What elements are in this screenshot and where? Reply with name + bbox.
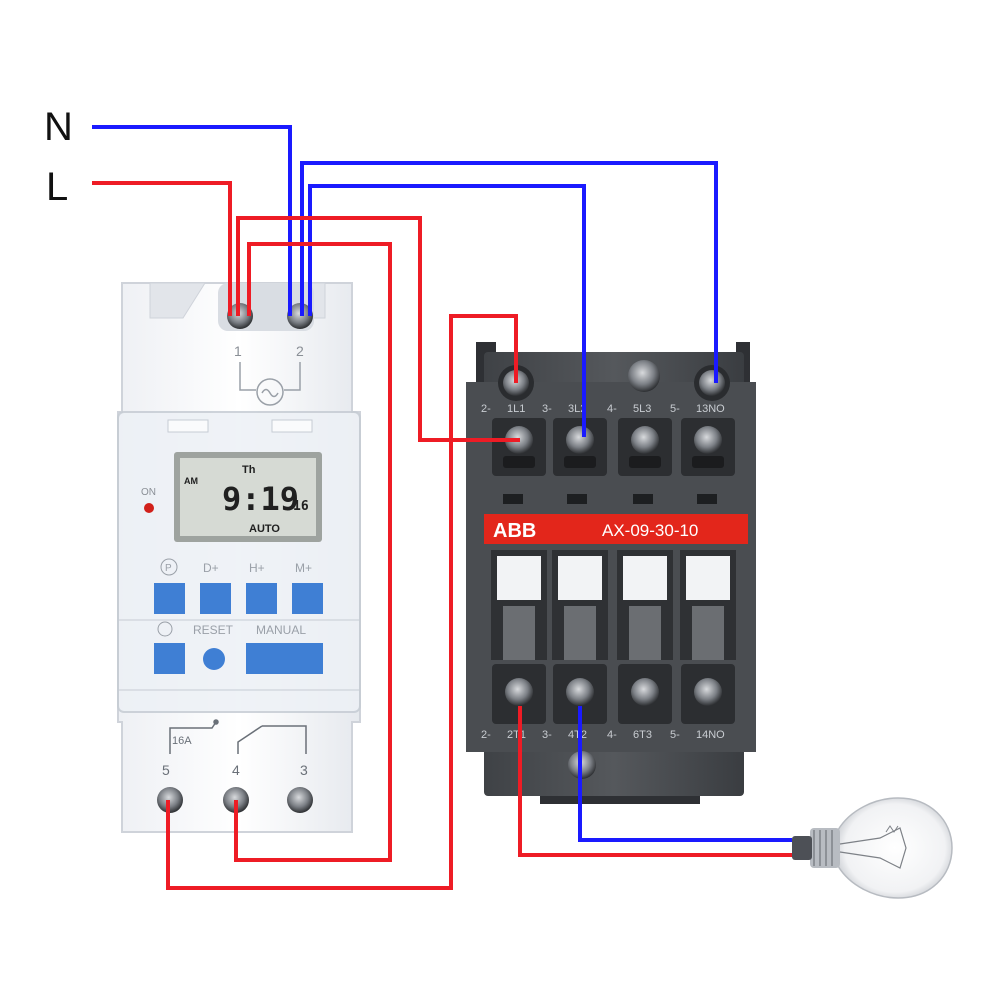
top-terminal-clamp-0 bbox=[503, 456, 535, 468]
live-label: L bbox=[46, 165, 68, 209]
top-terminal-number-1: 3- bbox=[542, 403, 552, 415]
top-terminal-screw-icon-2[interactable] bbox=[631, 426, 659, 454]
top-terminal-number-0: 2- bbox=[481, 403, 491, 415]
manual-label: MANUAL bbox=[256, 623, 306, 637]
power-led-icon bbox=[144, 503, 154, 513]
neutral-label: N bbox=[44, 105, 73, 149]
neutral-wire-to-timer bbox=[92, 125, 292, 316]
minute-plus-button[interactable] bbox=[292, 583, 323, 614]
lcd-time: 9:19 bbox=[222, 480, 299, 518]
timer-terminal-3-label: 3 bbox=[300, 762, 308, 778]
top-terminal-label-1: 3L2 bbox=[568, 403, 586, 415]
contactor: 2- 1L1 3- 3L2 4- 5L3 5- 13NO ABB AX-09-30-10 2-… bbox=[466, 342, 756, 804]
neutral-wire-to-3l2 bbox=[308, 184, 586, 437]
bottom-terminal-screw-icon-3[interactable] bbox=[694, 678, 722, 706]
top-terminal-label-3: 13NO bbox=[696, 403, 725, 415]
top-terminal-label-0: 1L1 bbox=[507, 403, 525, 415]
timer-terminal-4-label: 4 bbox=[232, 762, 240, 778]
reset-label: RESET bbox=[193, 623, 234, 637]
bottom-terminal-screw-icon-0[interactable] bbox=[505, 678, 533, 706]
timer-switch: 1 2 ON Th AM 9:19 16 AUTO P D+ H+ M+ bbox=[117, 282, 361, 833]
top-terminal-screw-icon-3[interactable] bbox=[694, 426, 722, 454]
reset-button[interactable] bbox=[203, 648, 225, 670]
program-icon bbox=[160, 558, 178, 576]
contactor-coil-mount-screw-icon bbox=[628, 360, 660, 392]
rating-label: 16A bbox=[172, 735, 192, 747]
bottom-terminal-label-0: 2T1 bbox=[507, 729, 526, 741]
timer-terminal-5-label: 5 bbox=[162, 762, 170, 778]
bottom-terminal-blocks bbox=[492, 664, 735, 724]
actuator-slide-3 bbox=[692, 606, 724, 660]
top-terminal-clamp-1 bbox=[564, 456, 596, 468]
wiring bbox=[92, 125, 792, 890]
bottom-terminal-screw-icon-2[interactable] bbox=[631, 678, 659, 706]
actuator-window-1 bbox=[558, 556, 602, 600]
on-label: ON bbox=[141, 487, 156, 498]
top-terminal-labels: 2- 1L1 3- 3L2 4- 5L3 5- 13NO bbox=[481, 403, 725, 415]
bottom-terminal-label-3: 14NO bbox=[696, 729, 725, 741]
actuator-slide-2 bbox=[629, 606, 661, 660]
bottom-terminal-screw-icon-1[interactable] bbox=[566, 678, 594, 706]
hour-plus-button[interactable] bbox=[246, 583, 277, 614]
bottom-terminal-number-2: 4- bbox=[607, 729, 617, 741]
bottom-terminal-label-2: 6T3 bbox=[633, 729, 652, 741]
top-terminal-clamp-2 bbox=[629, 456, 661, 468]
light-bulb-icon bbox=[792, 797, 953, 899]
bottom-terminal-number-3: 5- bbox=[670, 729, 680, 741]
top-terminal-label-2: 5L3 bbox=[633, 403, 651, 415]
timer-terminal-3-screw-icon bbox=[287, 787, 313, 813]
terminal-13no-upper-screw-icon bbox=[699, 370, 725, 396]
live-wire-to-timer-terminal-4 bbox=[234, 242, 392, 862]
bottom-terminal-number-1: 3- bbox=[542, 729, 552, 741]
ac-supply-symbol-icon bbox=[239, 362, 301, 406]
brand-logo: ABB bbox=[493, 520, 536, 542]
live-wire-to-timer bbox=[92, 181, 232, 316]
top-terminal-clamp-3 bbox=[692, 456, 724, 468]
lcd-display bbox=[180, 458, 316, 536]
timer-terminal-2-label: 2 bbox=[296, 343, 304, 359]
live-wire-to-1l1-lower bbox=[236, 216, 520, 442]
btn-p-label: P bbox=[165, 563, 172, 574]
btn-m-label: M+ bbox=[295, 561, 312, 575]
bottom-terminal-labels: 2- 2T1 3- 4T2 4- 6T3 5- 14NO bbox=[481, 729, 725, 741]
actuator-slide-1 bbox=[564, 606, 596, 660]
clock-button[interactable] bbox=[154, 643, 185, 674]
top-terminal-number-2: 4- bbox=[607, 403, 617, 415]
actuator-window-3 bbox=[686, 556, 730, 600]
lcd-day: Th bbox=[242, 464, 256, 476]
live-wire-to-bulb bbox=[518, 706, 792, 857]
top-terminal-screw-icon-1[interactable] bbox=[566, 426, 594, 454]
btn-d-label: D+ bbox=[203, 561, 219, 575]
btn-h-label: H+ bbox=[249, 561, 265, 575]
lcd-ampm: AM bbox=[184, 476, 198, 486]
actuator-slide-0 bbox=[503, 606, 535, 660]
neutral-wire-to-bulb bbox=[578, 706, 792, 842]
day-plus-button[interactable] bbox=[200, 583, 231, 614]
timer-terminal-1-label: 1 bbox=[234, 343, 242, 359]
top-terminal-blocks bbox=[492, 418, 735, 476]
model-label: AX-09-30-10 bbox=[602, 521, 698, 540]
lcd-seconds: 16 bbox=[293, 499, 309, 514]
actuator-window-0 bbox=[497, 556, 541, 600]
clock-icon bbox=[157, 621, 173, 637]
lcd-mode: AUTO bbox=[249, 523, 280, 535]
neutral-wire-to-13no bbox=[300, 161, 718, 383]
relay-contact-symbol-icon bbox=[169, 719, 307, 754]
bottom-terminal-number-0: 2- bbox=[481, 729, 491, 741]
live-wire-timer-5-to-1l1-upper bbox=[166, 314, 518, 890]
bottom-terminal-label-1: 4T2 bbox=[568, 729, 587, 741]
top-terminal-number-3: 5- bbox=[670, 403, 680, 415]
actuators bbox=[491, 550, 736, 660]
brand-band bbox=[484, 514, 748, 544]
manual-button[interactable] bbox=[246, 643, 323, 674]
actuator-window-2 bbox=[623, 556, 667, 600]
program-button[interactable] bbox=[154, 583, 185, 614]
